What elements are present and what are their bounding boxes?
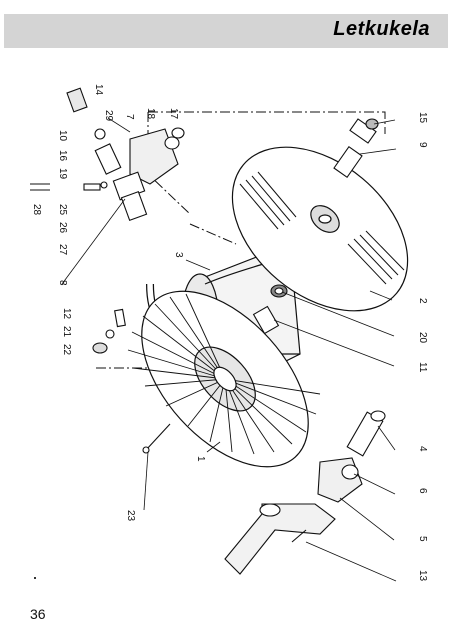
exploded-parts-diagram: 14 29 18 17 7 10 16 19 28 25 26 27 8 15 … [30, 84, 428, 582]
page-number: 36 [30, 606, 46, 622]
callout-23: 22 [61, 344, 72, 356]
callout-17: 17 [168, 108, 179, 120]
callout-26: 26 [57, 222, 68, 234]
title-bar: Letkukela [4, 14, 448, 48]
upper-connector-parts [30, 87, 185, 222]
callout-21: 23 [125, 510, 136, 522]
lower-parts [92, 308, 386, 575]
callout-28: 28 [31, 204, 42, 216]
callout-29: 29 [103, 110, 114, 122]
callout-15: 15 [417, 112, 428, 124]
callout-5: 5 [417, 536, 428, 542]
callout-25: 25 [57, 204, 68, 216]
callout-9: 9 [417, 142, 428, 148]
callout-4: 4 [417, 446, 428, 452]
callout-12: 12 [61, 308, 72, 320]
callout-6: 6 [417, 488, 428, 494]
callout-10: 10 [57, 130, 68, 142]
axle-stub [333, 118, 379, 179]
callout-13: 13 [417, 570, 428, 582]
callout-18: 18 [145, 108, 156, 120]
assembly-line-top [148, 111, 386, 134]
callout-27: 27 [57, 244, 68, 256]
callout-3: 3 [173, 252, 184, 258]
callout-1: 1 [195, 456, 206, 462]
callout-2: 2 [417, 298, 428, 304]
callout-16: 16 [57, 150, 68, 162]
callout-8-top: 8 [57, 280, 68, 286]
callout-11: 11 [417, 362, 428, 373]
callout-7: 7 [124, 114, 135, 120]
hub-plug [252, 284, 288, 335]
callout-14: 14 [93, 84, 104, 96]
front-disc [127, 290, 321, 468]
page-title: Letkukela [333, 18, 430, 40]
assembly-line-mid [189, 223, 237, 245]
callout-20: 20 [417, 332, 428, 344]
callout-22: 21 [61, 326, 72, 338]
back-disc [231, 146, 409, 312]
callout-19: 19 [57, 168, 68, 180]
print-dot [34, 577, 36, 579]
part-callouts: 14 29 18 17 7 10 16 19 28 25 26 27 8 15 … [31, 84, 428, 582]
